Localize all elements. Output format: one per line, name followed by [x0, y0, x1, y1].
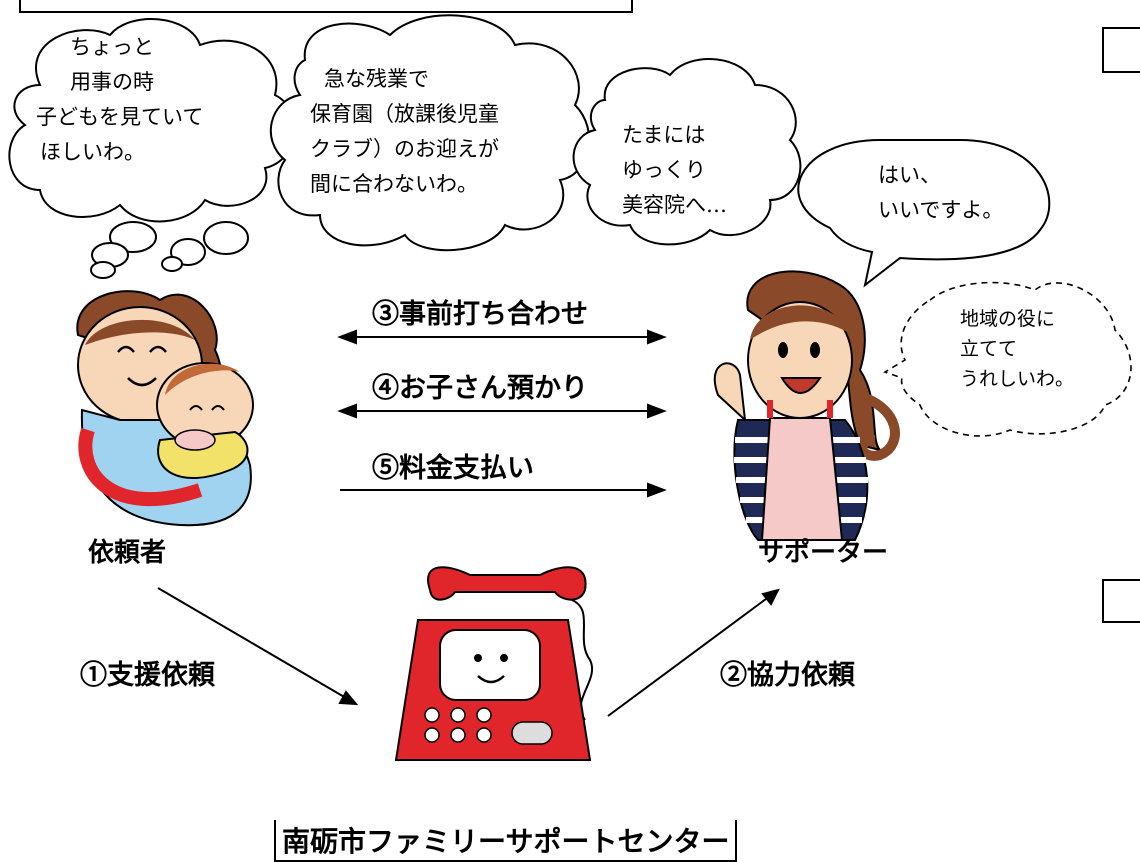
top-frame-line [19, 0, 633, 13]
supporter-thought-text: 地域の役に 立てて うれしいわ。 [960, 304, 1074, 394]
thought-3-line-1: たまには [622, 123, 706, 147]
mother-baby-illustration [76, 290, 254, 527]
thought-3-text: たまには ゆっくり 美容院へ… [622, 118, 727, 223]
thought-1-line-4: ほしいわ。 [40, 140, 145, 164]
right-frame-bottom [1102, 579, 1140, 623]
thought-2-line-2: 保育園（放課後児童 [310, 102, 499, 126]
thought-2-line-1: 急な残業で [324, 67, 429, 91]
thought-3-line-3: 美容院へ… [622, 193, 727, 217]
arrow-step1 [157, 587, 359, 706]
speech-line-2: いいですよ。 [878, 198, 1004, 222]
speech-bubble [797, 139, 1051, 288]
arrow-step5 [340, 482, 667, 498]
supporter-speech-text: はい、 いいですよ。 [878, 158, 1003, 228]
thought-1-line-1: ちょっと [70, 35, 154, 59]
step1-label: ①支援依頼 [80, 660, 215, 690]
thought-2-line-4: 間に合わないわ。 [310, 172, 478, 196]
thought-cloud-1 [8, 18, 296, 279]
thought-1-line-2: 用事の時 [70, 70, 154, 94]
thought-cloud-3 [572, 58, 802, 246]
thought-3-line-2: ゆっくり [622, 158, 706, 182]
requester-label: 依頼者 [88, 537, 167, 567]
step3-label: ③事前打ち合わせ [372, 299, 588, 329]
thought-1-text: ちょっと 用事の時 子どもを見ていて ほしいわ。 [36, 30, 203, 170]
supporter-thought-line-2: 立てて [960, 338, 1018, 360]
arrow-step4 [337, 403, 667, 419]
telephone-illustration [394, 566, 593, 761]
supporter-label: サポーター [758, 537, 889, 567]
supporter-thought-line-3: うれしいわ。 [960, 368, 1075, 390]
right-frame-top [1102, 27, 1140, 73]
speech-line-1: はい、 [878, 163, 941, 187]
arrow-step2 [607, 588, 780, 717]
dashed-thought-bubble [883, 281, 1132, 437]
supporter-illustration [713, 270, 900, 541]
step5-label: ⑤料金支払い [372, 453, 534, 483]
thought-cloud-2 [161, 14, 591, 272]
step2-label: ②協力依頼 [720, 660, 855, 690]
thought-2-line-3: クラブ）のお迎えが [310, 137, 499, 161]
thought-1-line-3: 子どもを見ていて [36, 105, 204, 129]
support-center-name: 南砺市ファミリーサポートセンター [274, 820, 738, 862]
supporter-thought-line-1: 地域の役に [960, 308, 1056, 330]
arrow-step3 [337, 329, 667, 345]
thought-2-text: 急な残業で 保育園（放課後児童 クラブ）のお迎えが 間に合わないわ。 [310, 62, 499, 202]
step4-label: ④お子さん預かり [372, 373, 588, 403]
